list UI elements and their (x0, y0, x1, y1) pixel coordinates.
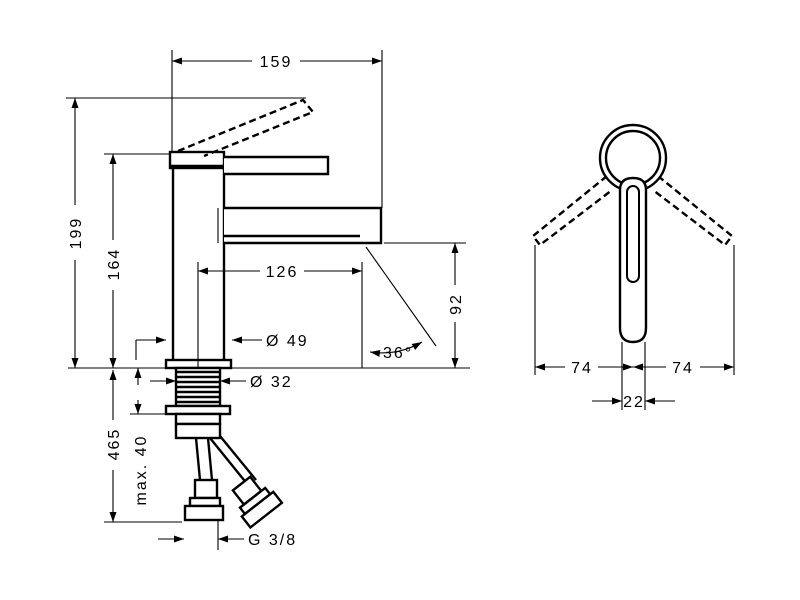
mounting-nut (164, 404, 232, 440)
dim-total-width: 159 (260, 54, 293, 71)
lever-swing-right-dashed (652, 175, 734, 247)
dim-spout-reach: 126 (266, 264, 299, 281)
thread-shank (174, 366, 222, 408)
dim-connection-thread: G 3/8 (248, 532, 297, 549)
lever-open-dashed (177, 98, 315, 158)
dim-tilt-angle: 36° (383, 345, 413, 362)
dim-closed-height: 164 (106, 248, 123, 281)
lever-slot (626, 185, 640, 283)
dim-swing-right: 74 (672, 360, 694, 377)
side-view: 159 199 164 126 Ø 49 Ø 32 92 36° 46 (66, 50, 470, 550)
connection-hoses (183, 435, 284, 530)
dim-under-counter-length: 465 (106, 428, 123, 461)
dim-total-height: 199 (68, 217, 85, 250)
lever-top-view (618, 176, 648, 344)
spout (224, 206, 383, 245)
top-view: 74 74 22 (531, 123, 735, 411)
dim-max-counter-thickness: max. 40 (133, 435, 150, 506)
dim-base-diameter: Ø 49 (266, 333, 309, 350)
dim-thread-diameter: Ø 32 (250, 374, 293, 391)
dim-handle-width: 22 (623, 394, 645, 411)
lever-closed (224, 155, 330, 176)
lever-swing-left-dashed (531, 175, 613, 247)
dim-swing-left: 74 (571, 360, 593, 377)
dim-spout-height: 92 (448, 293, 465, 315)
